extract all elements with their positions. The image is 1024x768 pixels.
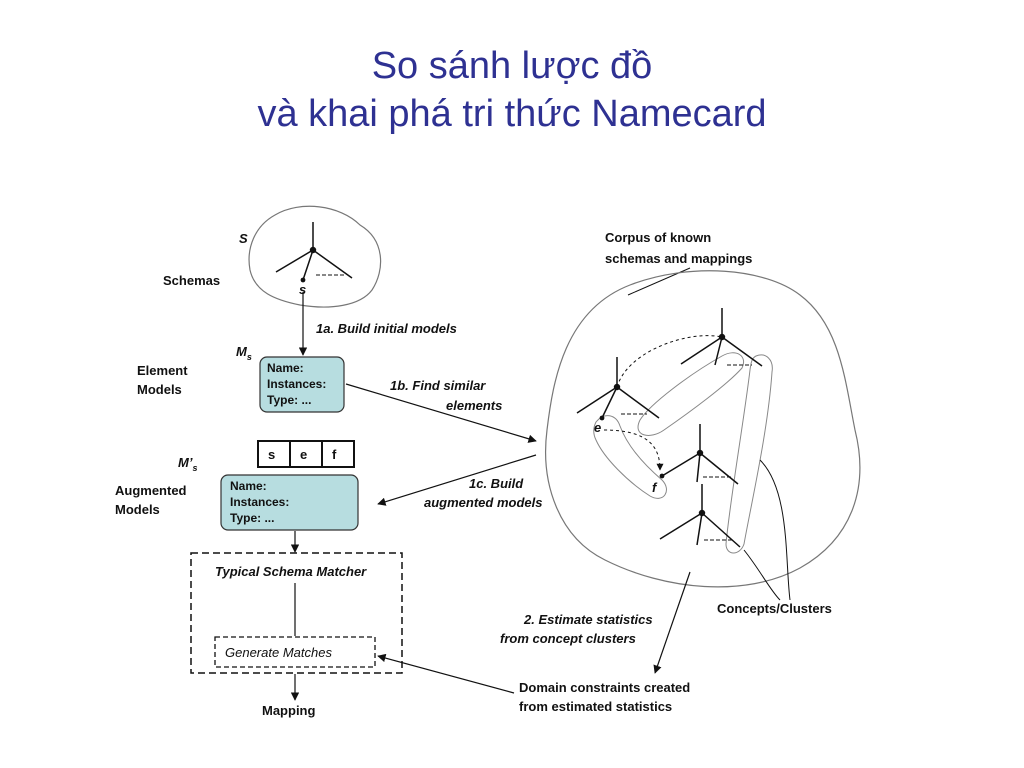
corpus-tree-3-root: [696, 449, 704, 457]
label-s: s: [299, 282, 306, 297]
concepts-pointer-1: [759, 459, 791, 601]
corpus-tree-3: [661, 424, 739, 485]
typical-matcher-label: Typical Schema Matcher: [215, 564, 367, 579]
sef-table: s e f: [257, 440, 355, 468]
generate-matches-label: Generate Matches: [225, 645, 332, 660]
cluster-capsule-1: [637, 352, 744, 436]
concepts-clusters-label: Concepts/Clusters: [717, 601, 832, 616]
step-1b-label: 1b. Find similar elements: [390, 378, 502, 413]
schema-leaf-node: [300, 277, 306, 283]
element-models-label: Element Models: [137, 363, 191, 397]
schema-blob: [248, 205, 382, 308]
schema-root-node: [309, 246, 317, 254]
corpus-tree-2-leaf: [599, 415, 605, 421]
schema-tree-icon: [275, 222, 353, 281]
generate-matches-box: [214, 636, 376, 668]
label-e: e: [594, 420, 601, 435]
typical-matcher-box: [190, 552, 403, 674]
corpus-tree-1: [680, 308, 763, 367]
step-1c-label: 1c. Build augmented models: [424, 476, 542, 510]
step-2-label: 2. Estimate statistics from concept clus…: [500, 612, 656, 646]
arrow-find-similar: [345, 383, 537, 443]
cluster-capsule-2: [725, 354, 773, 554]
slide-title: So sánh lược đồ và khai phá tri thức Nam…: [0, 42, 1024, 138]
title-line-2: và khai phá tri thức Namecard: [257, 93, 767, 135]
element-box-text: Name: Instances: Type: ...: [267, 361, 330, 407]
element-model-box: [259, 356, 345, 413]
title-line-1: So sánh lược đồ: [371, 45, 653, 87]
sef-cell-e: e: [300, 447, 307, 462]
label-Mps: M’s: [178, 455, 197, 473]
label-schemas: Schemas: [163, 273, 220, 288]
similarity-link-1: [616, 335, 723, 388]
corpus-blob: [545, 270, 861, 588]
concepts-pointer-2: [743, 549, 781, 601]
mapping-label: Mapping: [262, 703, 315, 718]
arrow-build-augmented: [377, 454, 537, 506]
corpus-tree-4: [659, 484, 741, 548]
augmented-models-label: Augmented Models: [115, 483, 190, 517]
label-S: S: [239, 231, 248, 246]
augmented-model-box: [220, 474, 359, 531]
similarity-link-2: [603, 429, 664, 471]
corpus-tree-3-leaf: [659, 473, 665, 479]
arrow-estimate-statistics: [653, 571, 691, 674]
corpus-tree-1-root: [718, 333, 726, 341]
corpus-tree-2: [576, 357, 660, 419]
corpus-label: Corpus of known schemas and mappings: [605, 230, 752, 266]
sef-cell-f: f: [332, 447, 337, 462]
label-Ms: Ms: [236, 344, 252, 362]
arrow-domain-constraints: [377, 653, 515, 694]
step-1a-label: 1a. Build initial models: [316, 321, 457, 336]
cluster-capsule-3: [593, 415, 667, 499]
augmented-box-text: Name: Instances: Type: ...: [230, 479, 293, 525]
corpus-tree-4-root: [698, 509, 706, 517]
domain-constraints-label: Domain constraints created from estimate…: [519, 680, 694, 714]
label-f: f: [652, 480, 658, 495]
sef-cell-s: s: [268, 447, 275, 462]
